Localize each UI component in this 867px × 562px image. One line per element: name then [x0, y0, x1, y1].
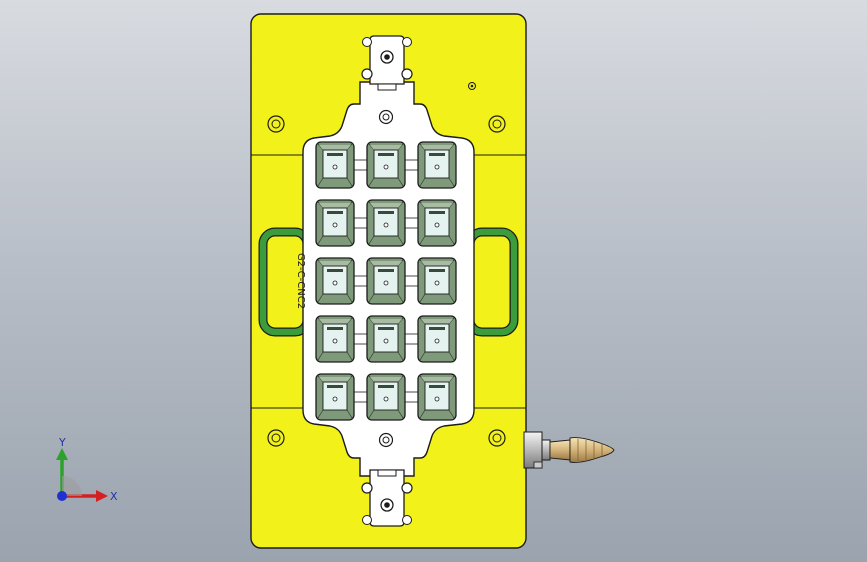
locator-pin	[468, 82, 476, 90]
bottom-clamp	[361, 469, 413, 527]
mounting-screw	[488, 115, 506, 133]
x-axis-label: X	[110, 490, 118, 503]
pocket-cell	[315, 257, 355, 305]
pocket-cell	[366, 141, 406, 189]
y-axis-head	[56, 448, 68, 460]
pocket-cell	[417, 141, 457, 189]
pocket-cell	[315, 373, 355, 421]
mounting-screw	[267, 115, 285, 133]
pocket-cell	[417, 257, 457, 305]
pocket-cell	[417, 373, 457, 421]
mounting-screw	[378, 432, 394, 448]
pocket-grid	[315, 141, 457, 421]
pocket-cell	[366, 315, 406, 363]
z-axis-dot	[57, 491, 67, 501]
air-fitting	[523, 431, 615, 469]
pocket-cell	[315, 315, 355, 363]
pocket-cell	[366, 373, 406, 421]
mounting-screw	[378, 109, 394, 125]
top-clamp	[361, 35, 413, 91]
mounting-screw	[488, 429, 506, 447]
pocket-cell	[417, 199, 457, 247]
part-label: G2-C-CNC2	[295, 253, 306, 309]
pocket-cell	[315, 141, 355, 189]
pocket-cell	[366, 257, 406, 305]
y-axis-label: Y	[58, 438, 66, 449]
pocket-cell	[315, 199, 355, 247]
orientation-triad[interactable]: Y X	[44, 438, 124, 510]
pocket-cell	[417, 315, 457, 363]
mounting-screw	[267, 429, 285, 447]
xy-plane-fan	[62, 476, 82, 496]
x-axis-head	[96, 490, 108, 502]
pocket-cell	[366, 199, 406, 247]
